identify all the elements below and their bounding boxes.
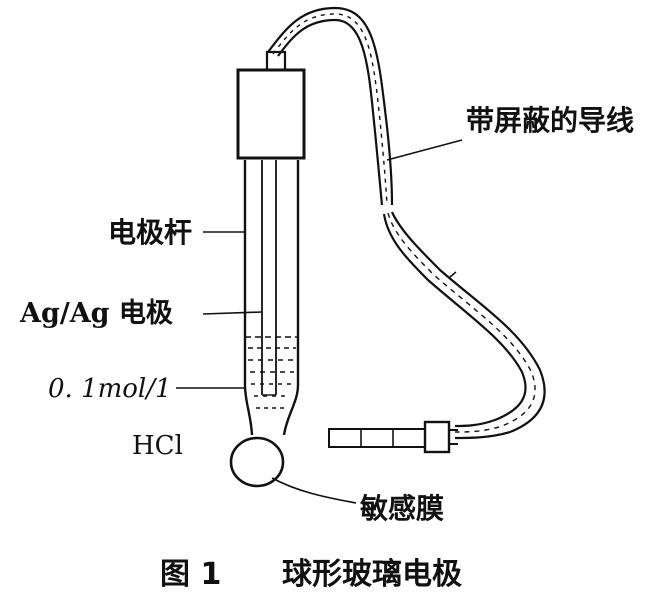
label-electrode-rod: 电极杆 xyxy=(108,216,192,249)
hcl-solution xyxy=(245,336,298,409)
figure-title: 球形玻璃电极 xyxy=(282,557,462,592)
leader-lines xyxy=(176,139,463,504)
cable-connector xyxy=(328,420,458,454)
electrode-cap xyxy=(236,50,306,160)
shielded-cable-upper xyxy=(267,6,394,206)
figure-number: 图 1 xyxy=(160,557,221,592)
label-sensitive-membrane: 敏感膜 xyxy=(359,492,444,525)
label-hcl: HCl xyxy=(132,431,183,461)
glass-bulb xyxy=(229,436,285,488)
label-ag-electrode: Ag/Ag 电极 xyxy=(19,298,173,329)
electrode-rod-body xyxy=(243,160,300,436)
label-shielded-cable: 带屏蔽的导线 xyxy=(466,104,634,137)
label-hcl-concentration: 0. 1mol/1 xyxy=(48,374,172,404)
shielded-cable-lower xyxy=(382,211,546,440)
